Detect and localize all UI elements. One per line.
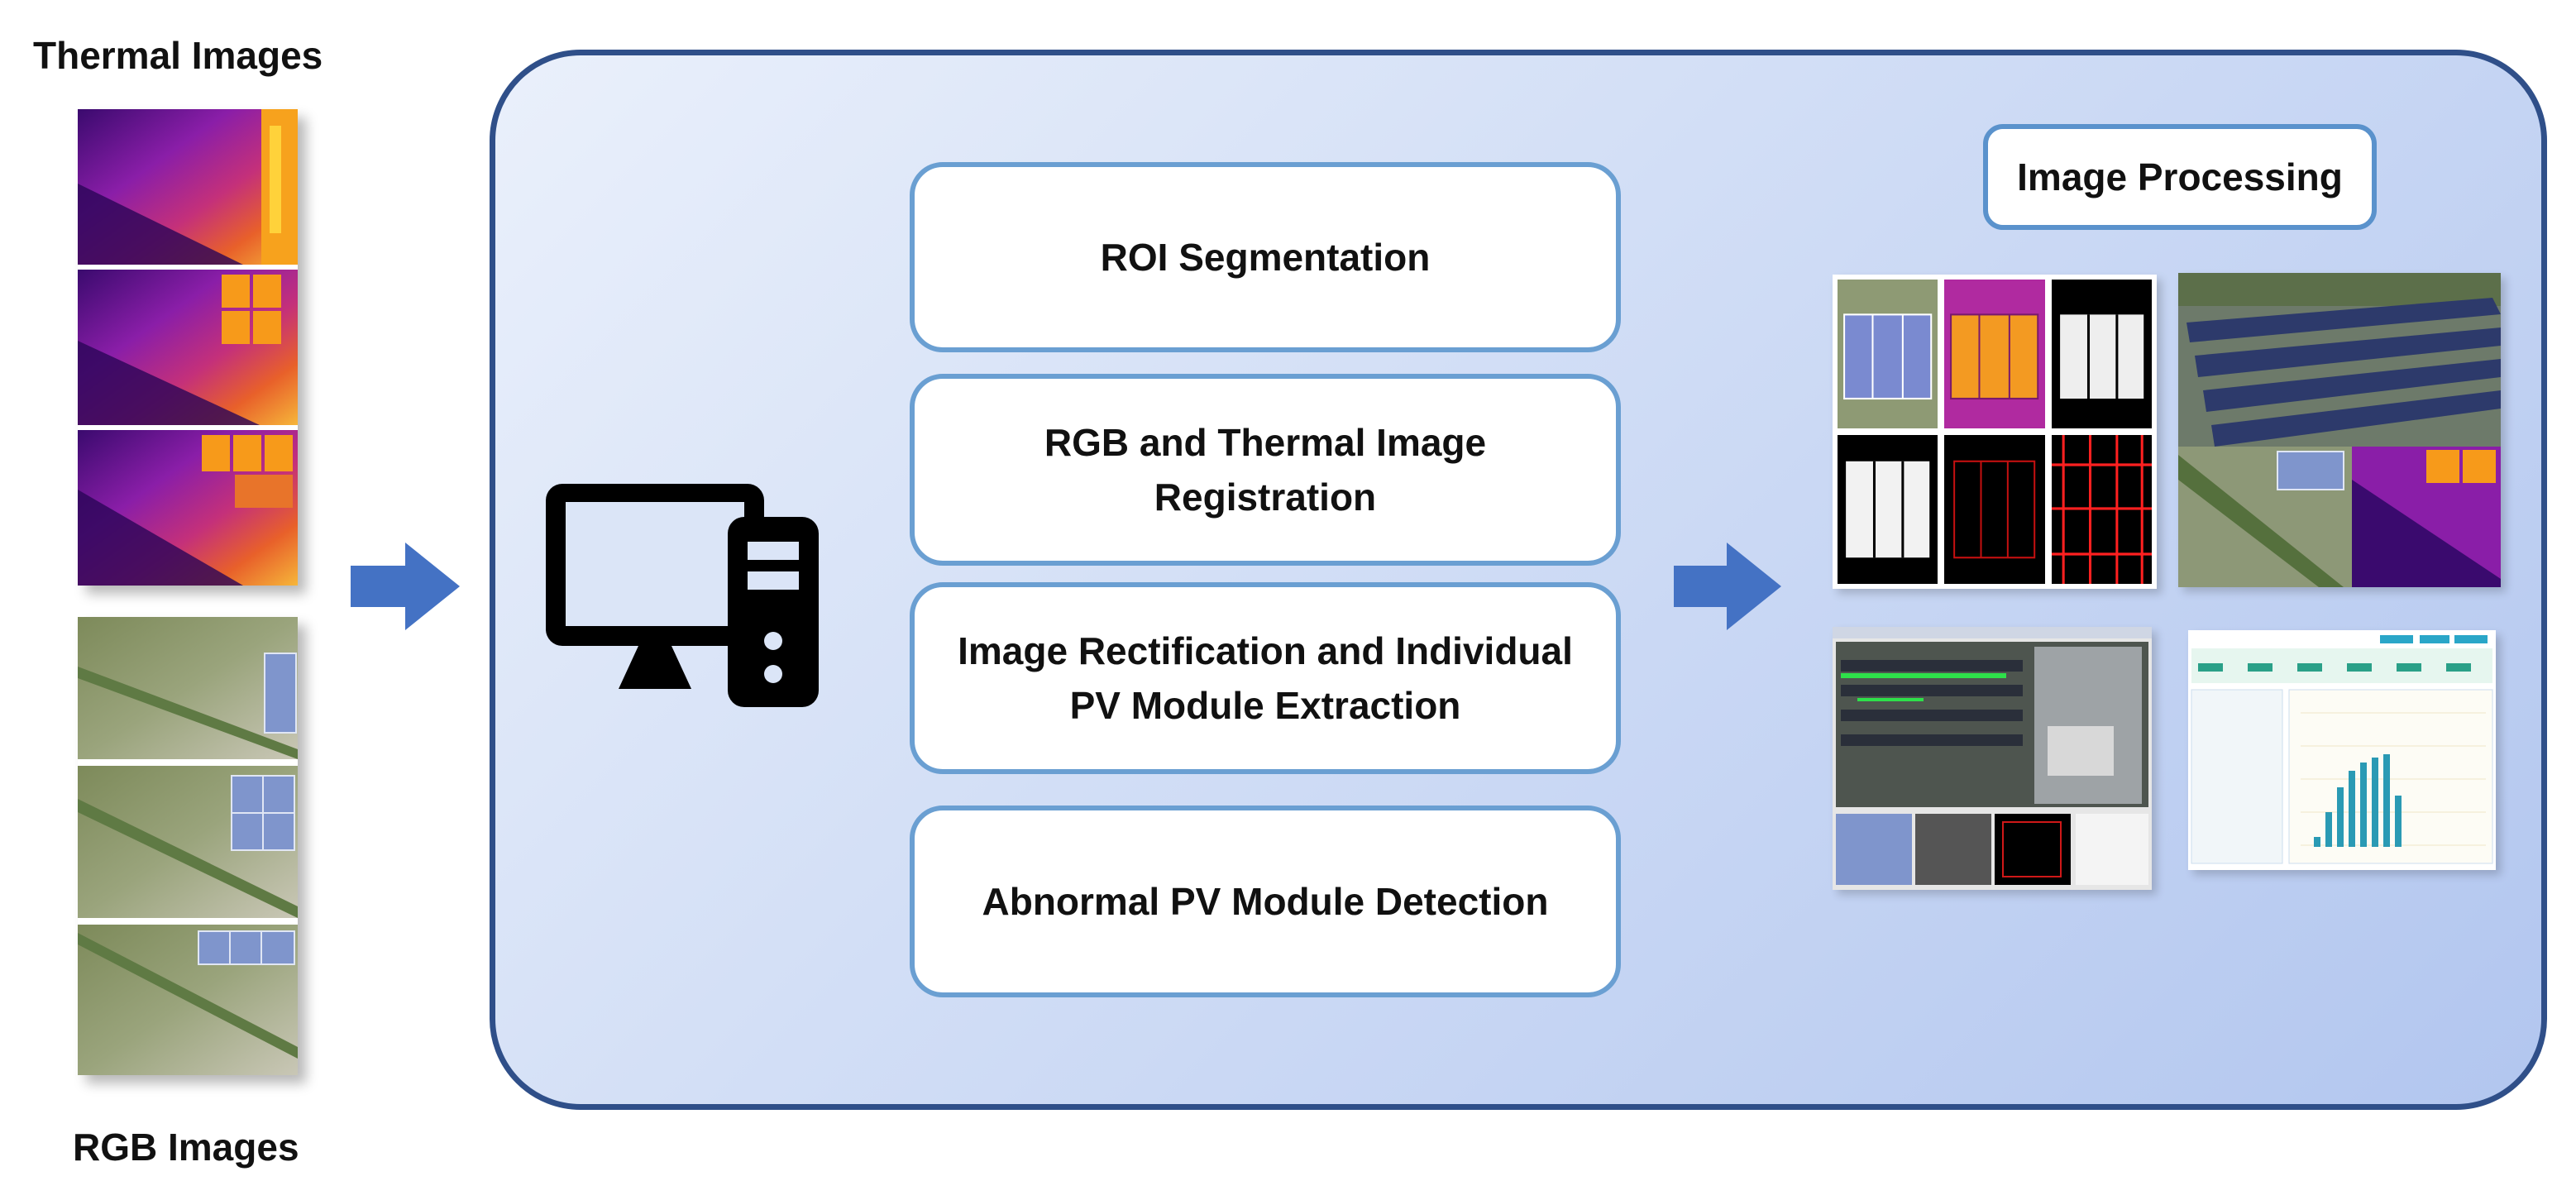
monitoring-dashboard — [2188, 630, 2496, 870]
thermal-frame-3 — [78, 430, 298, 586]
image-processing-title: Image Processing — [1983, 124, 2377, 230]
thermal-frame-2 — [78, 270, 298, 425]
thermal-image-stack — [78, 109, 298, 586]
step-image-registration: RGB and Thermal Image Registration — [910, 374, 1621, 566]
rgb-image-stack — [78, 617, 298, 1075]
result-cell-contour — [1944, 435, 2045, 584]
result-cell-rgb — [1838, 280, 1938, 428]
computer-icon — [546, 484, 819, 707]
step-abnormal-detection: Abnormal PV Module Detection — [910, 806, 1621, 997]
rgb-frame-3 — [78, 925, 298, 1075]
arrow-right-icon — [1674, 543, 1781, 630]
step-roi-segmentation: ROI Segmentation — [910, 162, 1621, 352]
result-cell-mask — [1838, 435, 1938, 584]
detection-software-screenshot — [1833, 627, 2152, 890]
result-cell-thermal — [1944, 280, 2045, 428]
solar-farm-aerial-image — [2178, 273, 2501, 587]
rgb-frame-2 — [78, 766, 298, 918]
result-cell-hough-lines — [2051, 435, 2152, 584]
arrow-right-icon — [351, 543, 460, 630]
rgb-images-label: RGB Images — [73, 1126, 299, 1169]
step-rectification-extraction: Image Rectification and Individual PV Mo… — [910, 582, 1621, 774]
result-cell-binary — [2051, 280, 2152, 428]
rgb-frame-1 — [78, 617, 298, 759]
segmentation-result-grid — [1833, 275, 2157, 589]
thermal-frame-1 — [78, 109, 298, 265]
thermal-images-label: Thermal Images — [33, 34, 323, 77]
